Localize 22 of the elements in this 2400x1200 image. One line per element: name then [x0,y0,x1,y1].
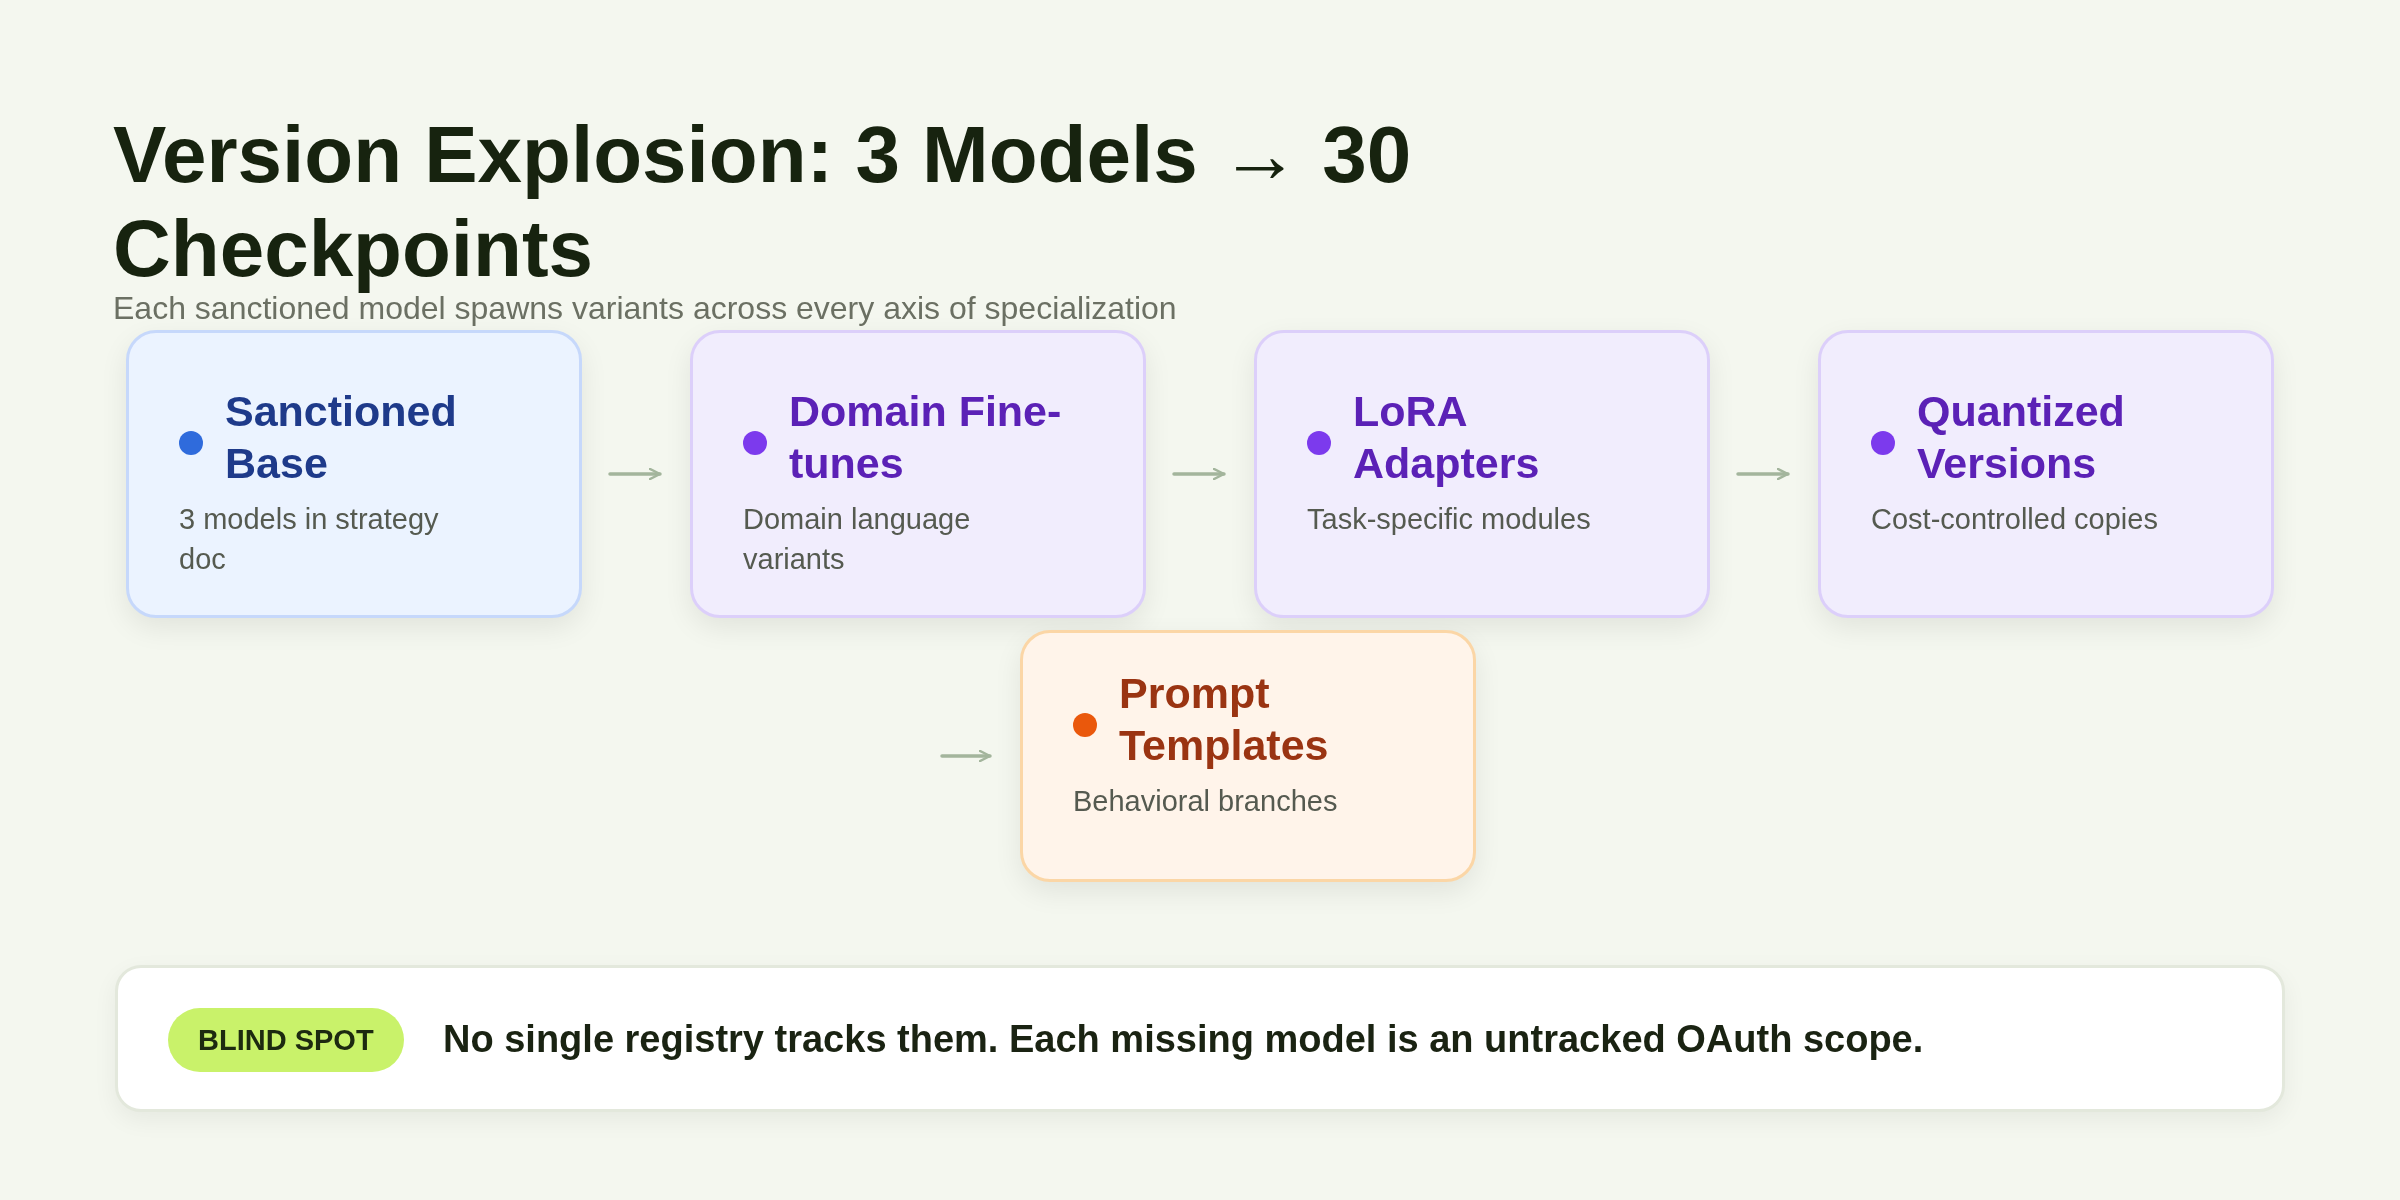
arrow [940,749,992,763]
card-heading: Quantized Versions [1917,386,2126,489]
prompt-card [1020,630,1476,882]
stage-card [126,330,582,618]
card-description: Task-specific modules [1307,502,1592,537]
blind-spot-badge: BLIND SPOT [168,1008,404,1072]
warning-text: No single registry tracks them. Each missing model is an untracked OAuth scope. [443,1018,1924,1061]
card-heading: Domain Fine-tunes [789,386,1063,489]
card-description: Domain language variants [743,502,972,577]
arrow [1172,467,1226,481]
arrow [1736,467,1790,481]
stage-card [1818,330,2274,618]
card-heading: Sanctioned Base [225,386,458,489]
card-heading: Prompt Templates [1119,668,1330,771]
card-heading: LoRA Adapters [1353,386,1541,489]
card-description: Cost-controlled copies [1871,502,2159,537]
stage-card [1254,330,1710,618]
arrow [608,467,662,481]
stage-card [690,330,1146,618]
card-description: 3 models in strategy doc [179,502,440,577]
card-description: Behavioral branches [1073,784,1339,819]
title: Version Explosion: 3 Models → 30 Checkpoints [113,109,1413,295]
